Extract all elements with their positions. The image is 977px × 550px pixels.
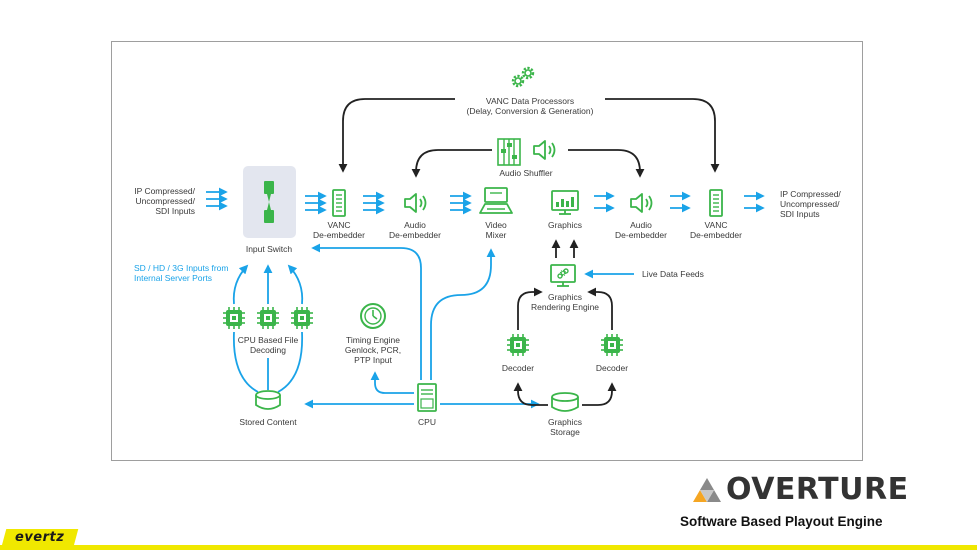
overture-triangle-icon xyxy=(693,477,721,502)
line-stored-chip3 xyxy=(277,331,303,393)
svg-text:IP Compressed/: IP Compressed/ xyxy=(134,186,195,196)
svg-text:Video: Video xyxy=(485,220,507,230)
svg-text:IP Compressed/: IP Compressed/ xyxy=(780,189,841,199)
overture-brand: OVERTURE Software Based Playout Engine xyxy=(680,472,910,532)
cpu-chip-3-icon xyxy=(290,306,314,330)
clock-icon xyxy=(360,303,386,329)
svg-text:Uncompressed/: Uncompressed/ xyxy=(135,196,195,206)
svg-text:Genlock, PCR,: Genlock, PCR, xyxy=(345,345,401,355)
sd-inputs-label: SD / HD / 3G Inputs from Internal Server… xyxy=(134,263,228,283)
hourglass-icon xyxy=(264,181,274,223)
svg-text:Audio: Audio xyxy=(404,220,426,230)
graphics-storage-icon xyxy=(551,392,579,412)
arrow-shuffler-left xyxy=(411,149,492,178)
vanc-de-embedder-2-label: VANC De-embedder xyxy=(690,220,742,240)
video-mixer-label: Video Mixer xyxy=(485,220,507,240)
footer-bar xyxy=(0,545,977,550)
svg-text:CPU Based File: CPU Based File xyxy=(238,335,299,345)
cpu-label: CPU xyxy=(418,417,436,427)
svg-text:De-embedder: De-embedder xyxy=(615,230,667,240)
arrow-chip1-switch xyxy=(232,264,249,305)
svg-text:SDI Inputs: SDI Inputs xyxy=(780,209,820,219)
chain-arrows-3 xyxy=(450,196,470,210)
decoder-right-icon xyxy=(600,333,624,357)
input-arrows xyxy=(206,192,226,206)
svg-text:De-embedder: De-embedder xyxy=(389,230,441,240)
cpu-decoding-label: CPU Based File Decoding xyxy=(238,335,299,355)
arrow-chip3-switch xyxy=(287,264,304,305)
ip-outputs-label: IP Compressed/ Uncompressed/ SDI Inputs xyxy=(780,189,841,219)
overture-logo: OVERTURE xyxy=(692,472,909,507)
decoder-right-label: Decoder xyxy=(596,363,628,373)
video-mixer-icon xyxy=(479,187,513,214)
arrow-storage-decoder-right xyxy=(582,382,617,406)
svg-text:De-embedder: De-embedder xyxy=(313,230,365,240)
svg-text:Mixer: Mixer xyxy=(486,230,507,240)
svg-text:VANC: VANC xyxy=(328,220,351,230)
graphics-label: Graphics xyxy=(548,220,582,230)
evertz-logo-text: evertz xyxy=(15,530,65,545)
rendering-engine-icon xyxy=(550,264,576,287)
decoder-left-label: Decoder xyxy=(502,363,534,373)
svg-text:De-embedder: De-embedder xyxy=(690,230,742,240)
overture-subtitle: Software Based Playout Engine xyxy=(680,514,883,529)
arrow-vanc-proc-left xyxy=(338,98,455,173)
svg-text:(Delay, Conversion & Generatio: (Delay, Conversion & Generation) xyxy=(467,106,594,116)
arrow-decoder-right-engine xyxy=(587,287,613,330)
cpu-server-icon xyxy=(417,383,437,412)
cpu-chip-2-icon xyxy=(256,306,280,330)
audio-de-embedder-2-icon xyxy=(630,193,653,213)
audio-de-embedder-1-label: Audio De-embedder xyxy=(389,220,441,240)
diagram-frame xyxy=(111,41,863,461)
svg-text:SD / HD / 3G Inputs from: SD / HD / 3G Inputs from xyxy=(134,263,228,273)
arrow-cpu-video-mixer xyxy=(430,248,496,380)
arrow-storage-decoder-left xyxy=(513,382,548,406)
decoder-left-icon xyxy=(506,333,530,357)
vanc-de-embedder-1-label: VANC De-embedder xyxy=(313,220,365,240)
stored-content-label: Stored Content xyxy=(239,417,297,427)
svg-text:SDI Inputs: SDI Inputs xyxy=(155,206,195,216)
svg-text:Graphics: Graphics xyxy=(548,417,582,427)
cpu-chip-1-icon xyxy=(222,306,246,330)
svg-text:Internal Server Ports: Internal Server Ports xyxy=(134,273,212,283)
line-stored-chip1 xyxy=(233,331,259,393)
vanc-de-embedder-2-icon xyxy=(709,189,723,217)
overture-name: OVERTURE xyxy=(726,472,909,507)
svg-text:Storage: Storage xyxy=(550,427,580,437)
evertz-logo: evertz xyxy=(1,529,79,546)
arrow-vanc-proc-right xyxy=(605,98,720,173)
input-switch-label: Input Switch xyxy=(246,244,293,254)
vanc-de-embedder-1-icon xyxy=(332,189,346,217)
audio-shuffler-label: Audio Shuffler xyxy=(499,168,552,178)
vanc-processors-label: VANC Data Processors (Delay, Conversion … xyxy=(467,96,594,116)
svg-text:Graphics: Graphics xyxy=(548,292,582,302)
svg-text:PTP Input: PTP Input xyxy=(354,355,392,365)
chain-arrows-1 xyxy=(305,196,325,210)
gears-icon xyxy=(511,66,535,88)
arrow-cpu-input-switch xyxy=(311,243,422,380)
graphics-storage-label: Graphics Storage xyxy=(548,417,582,437)
chain-arrows-2 xyxy=(363,196,383,210)
input-switch-box xyxy=(243,166,296,238)
live-data-feeds-label: Live Data Feeds xyxy=(642,269,704,279)
arrow-cpu-timing xyxy=(370,371,414,394)
svg-text:Audio: Audio xyxy=(630,220,652,230)
graphics-icon xyxy=(551,190,579,215)
svg-text:Timing Engine: Timing Engine xyxy=(346,335,400,345)
timing-engine-label: Timing Engine Genlock, PCR, PTP Input xyxy=(345,335,401,365)
arrow-decoder-left-engine xyxy=(517,287,543,330)
svg-text:Rendering Engine: Rendering Engine xyxy=(531,302,599,312)
arrow-shuffler-right xyxy=(568,149,645,178)
audio-de-embedder-1-icon xyxy=(404,193,427,213)
rendering-engine-label: Graphics Rendering Engine xyxy=(531,292,599,312)
ip-inputs-label: IP Compressed/ Uncompressed/ SDI Inputs xyxy=(134,186,195,216)
svg-text:VANC Data Processors: VANC Data Processors xyxy=(486,96,574,106)
audio-de-embedder-2-label: Audio De-embedder xyxy=(615,220,667,240)
svg-text:VANC: VANC xyxy=(705,220,728,230)
audio-shuffler-icon xyxy=(497,138,556,166)
svg-text:Decoding: Decoding xyxy=(250,345,286,355)
svg-text:Uncompressed/: Uncompressed/ xyxy=(780,199,840,209)
stored-content-icon xyxy=(255,390,281,410)
